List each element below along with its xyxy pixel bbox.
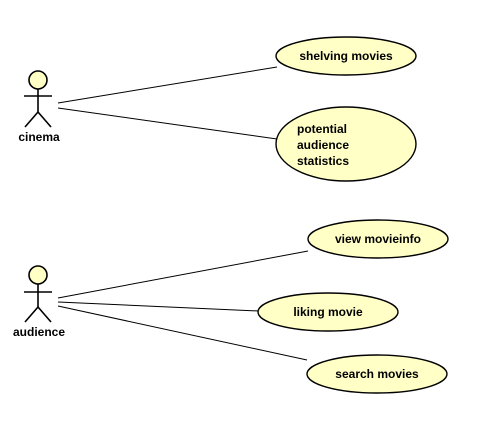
association-audience-search[interactable] — [57, 305, 308, 361]
associations — [57, 66, 309, 361]
actor-cinema-right-leg — [37, 111, 52, 128]
usecase-search-movies[interactable]: search movies — [306, 354, 448, 394]
usecase-liking-movie-ellipse — [257, 292, 399, 332]
association-cinema-shelving[interactable] — [57, 66, 278, 104]
usecase-potential-audience-statistics-ellipse — [275, 106, 417, 182]
association-cinema-statistics[interactable] — [57, 107, 278, 140]
usecase-statistics-line-3: statistics — [297, 154, 349, 168]
actor-audience-label: audience — [13, 325, 65, 339]
usecase-shelving-movies-ellipse — [275, 36, 417, 76]
actor-audience-left-leg — [24, 306, 39, 323]
actor-cinema[interactable]: cinema — [18, 70, 60, 144]
actor-audience[interactable]: audience — [13, 265, 65, 339]
usecase-liking-movie[interactable]: liking movie — [257, 292, 399, 332]
usecase-liking-movie-label: liking movie — [293, 305, 363, 319]
usecase-statistics-line-2: audience — [297, 138, 349, 152]
actor-audience-head — [28, 265, 48, 285]
usecase-search-movies-ellipse — [306, 354, 448, 394]
usecase-view-movieinfo-ellipse — [307, 219, 449, 259]
actor-cinema-left-leg — [24, 111, 39, 128]
actor-audience-right-leg — [37, 306, 52, 323]
usecase-view-movieinfo-label: view movieinfo — [335, 232, 421, 246]
usecase-statistics-line-1: potential — [297, 122, 347, 136]
usecase-potential-audience-statistics[interactable]: potential audience statistics — [275, 106, 417, 182]
actor-cinema-head — [28, 70, 48, 90]
association-audience-liking[interactable] — [57, 301, 260, 312]
usecase-search-movies-label: search movies — [335, 367, 419, 381]
association-audience-view[interactable] — [57, 250, 309, 299]
usecase-shelving-movies-label: shelving movies — [299, 49, 393, 63]
actor-cinema-label: cinema — [18, 130, 60, 144]
usecase-shelving-movies[interactable]: shelving movies — [275, 36, 417, 76]
usecase-view-movieinfo[interactable]: view movieinfo — [307, 219, 449, 259]
